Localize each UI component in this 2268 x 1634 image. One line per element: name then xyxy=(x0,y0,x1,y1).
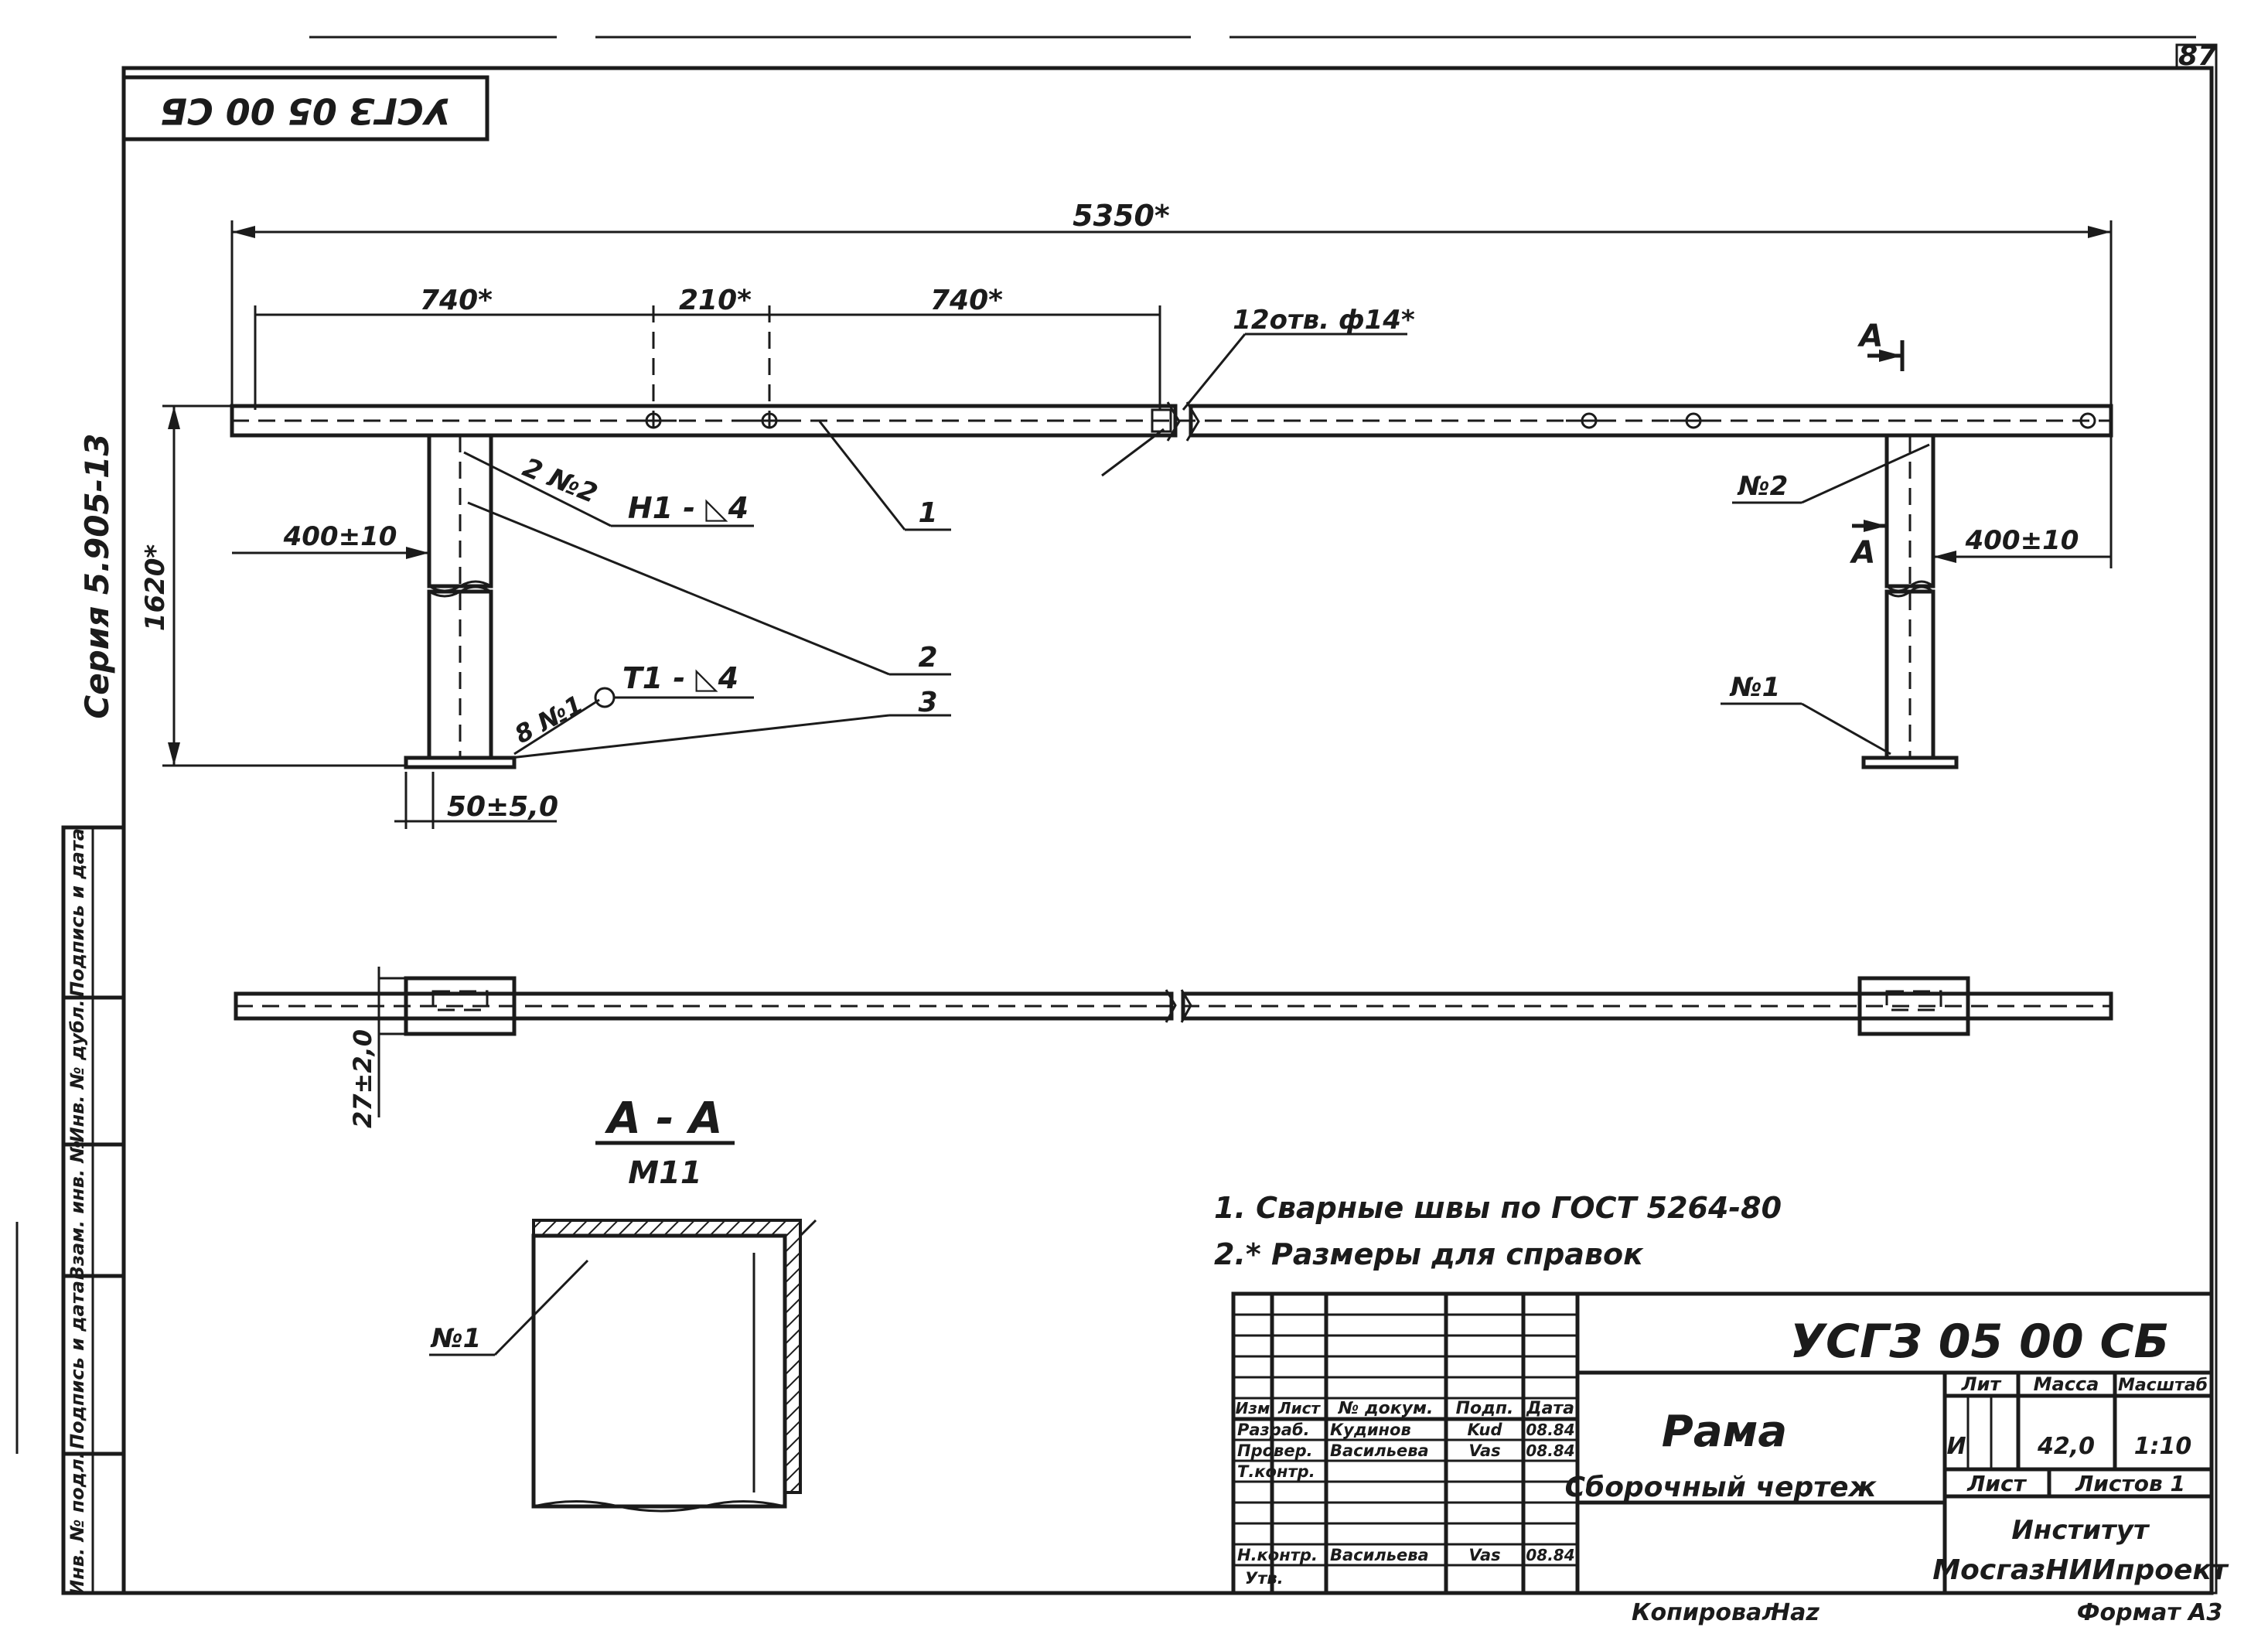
tb-sheets-label: Листов 1 xyxy=(2075,1471,2185,1496)
tb-date-prover: 08.84 xyxy=(1526,1441,1574,1460)
side-stamp: Инв. № подл. Подпись и дата Взам. инв. №… xyxy=(61,825,126,1595)
tb-scale: 1:10 xyxy=(2134,1433,2192,1460)
front-view: 5350* 740* 210* 740* 12отв. ф14* xyxy=(140,199,2113,829)
tb-name-razrab: Кудинов xyxy=(1330,1421,1411,1439)
stamp-inv-podl: Инв. № подл. xyxy=(67,1451,88,1595)
copied-sign: Haz xyxy=(1771,1599,1820,1626)
tb-sign-razrab: Kud xyxy=(1467,1421,1502,1439)
callout-2: 2 xyxy=(918,642,937,674)
tb-header-sign: Подп. xyxy=(1456,1399,1514,1418)
tb-name: Рама xyxy=(1662,1407,1787,1457)
tb-date-nkontr: 08.84 xyxy=(1526,1546,1574,1564)
tb-sign-nkontr: Vas xyxy=(1468,1546,1500,1564)
tb-name-nkontr: Васильева xyxy=(1330,1546,1429,1564)
title-block: Изм Лист № докум. Подп. Дата Разраб. Куд… xyxy=(1231,1291,2229,1595)
tb-lit-label: Лит xyxy=(1961,1373,2003,1395)
dim-overall: 5350* xyxy=(1073,199,1170,233)
stamp-inv-dubl: Инв. № дубл. xyxy=(67,999,88,1142)
tb-header-list: Лист xyxy=(1277,1399,1321,1417)
tb-header-date: Дата xyxy=(1526,1399,1574,1418)
tb-institute-2: МосгазНИИпроект xyxy=(1932,1554,2229,1586)
dim-height: 1620* xyxy=(140,544,171,632)
tb-doc-type: Сборочный чертеж xyxy=(1565,1472,1877,1503)
callout-n2-right: №2 xyxy=(1737,471,1789,502)
tb-scale-label: Масштаб xyxy=(2118,1376,2208,1395)
dim-740-left: 740* xyxy=(420,285,493,316)
stamp-podpis-2: Подпись и дата xyxy=(67,828,88,997)
section-marker-bottom: А xyxy=(1850,535,1876,571)
weld-h1: Н1 - ◺4 xyxy=(628,491,749,525)
callout-n1-section: №1 xyxy=(430,1323,482,1354)
plan-view: 27±2,0 xyxy=(234,967,2113,1128)
scan-artifacts xyxy=(15,36,2196,1454)
tb-role-nkontr: Н.контр. xyxy=(1237,1546,1318,1564)
dim-base: 50±5,0 xyxy=(447,791,558,823)
stamp-podpis-1: Подпись и дата xyxy=(67,1281,88,1449)
section-title: А - А xyxy=(605,1093,723,1144)
tb-mass-label: Масса xyxy=(2034,1373,2099,1395)
tb-role-prover: Провер. xyxy=(1237,1441,1313,1460)
dim-210: 210* xyxy=(679,285,752,316)
section-marker-top: А xyxy=(1857,319,1884,354)
dim-width: 27±2,0 xyxy=(348,1029,377,1128)
dim-offset-left: 400±10 xyxy=(283,521,397,552)
tb-mass: 42,0 xyxy=(2037,1433,2095,1460)
tb-name-prover: Васильева xyxy=(1330,1441,1429,1460)
tb-role-utv: Утв. xyxy=(1245,1569,1284,1588)
page-number-box xyxy=(2175,43,2218,1595)
stamp-vzam-inv: Взам. инв. № xyxy=(67,1141,88,1280)
tb-role-razrab: Разраб. xyxy=(1237,1421,1310,1439)
weld-note-2: 8 №1 xyxy=(510,689,588,749)
tb-lit: И xyxy=(1946,1433,1966,1460)
holes-label: 12отв. ф14* xyxy=(1233,305,1415,336)
beam-holes xyxy=(630,412,2096,429)
series-label: Серия 5.905-13 xyxy=(78,433,116,718)
svg-text:УСГЗ 05 00 СБ: УСГЗ 05 00 СБ xyxy=(160,90,451,132)
notes: 1. Сварные швы по ГОСТ 5264-80 2.* Разме… xyxy=(1214,1191,1782,1271)
section-scale: М11 xyxy=(628,1155,701,1191)
tb-sheet-label: Лист xyxy=(1966,1471,2027,1496)
tb-sign-prover: Vas xyxy=(1468,1441,1500,1460)
tb-institute-1: Институт xyxy=(2011,1515,2150,1546)
callout-3: 3 xyxy=(918,687,937,718)
format-label: Формат А3 xyxy=(2077,1599,2223,1626)
callout-1: 1 xyxy=(918,497,937,529)
page-number: 87 xyxy=(2178,40,2217,72)
dim-740-right: 740* xyxy=(930,285,1003,316)
tb-header-doc: № докум. xyxy=(1338,1399,1434,1418)
tb-code: УСГЗ 05 00 СБ xyxy=(1790,1315,2170,1369)
note-1: 1. Сварные швы по ГОСТ 5264-80 xyxy=(1214,1191,1782,1225)
dim-offset-right: 400±10 xyxy=(1965,525,2079,556)
tb-date-razrab: 08.84 xyxy=(1526,1421,1574,1439)
callout-n1-right: №1 xyxy=(1729,672,1781,703)
section-aa: А - А М11 №1 xyxy=(429,1093,817,1513)
tb-header-izm: Изм xyxy=(1236,1399,1270,1417)
tb-role-tkontr: Т.контр. xyxy=(1237,1462,1315,1481)
copied-label: Копировал xyxy=(1632,1599,1779,1626)
weld-t1: Т1 - ◺4 xyxy=(622,661,738,695)
rotated-code-stamp: УСГЗ 05 00 СБ xyxy=(121,75,489,142)
note-2: 2.* Размеры для справок xyxy=(1214,1237,1644,1271)
